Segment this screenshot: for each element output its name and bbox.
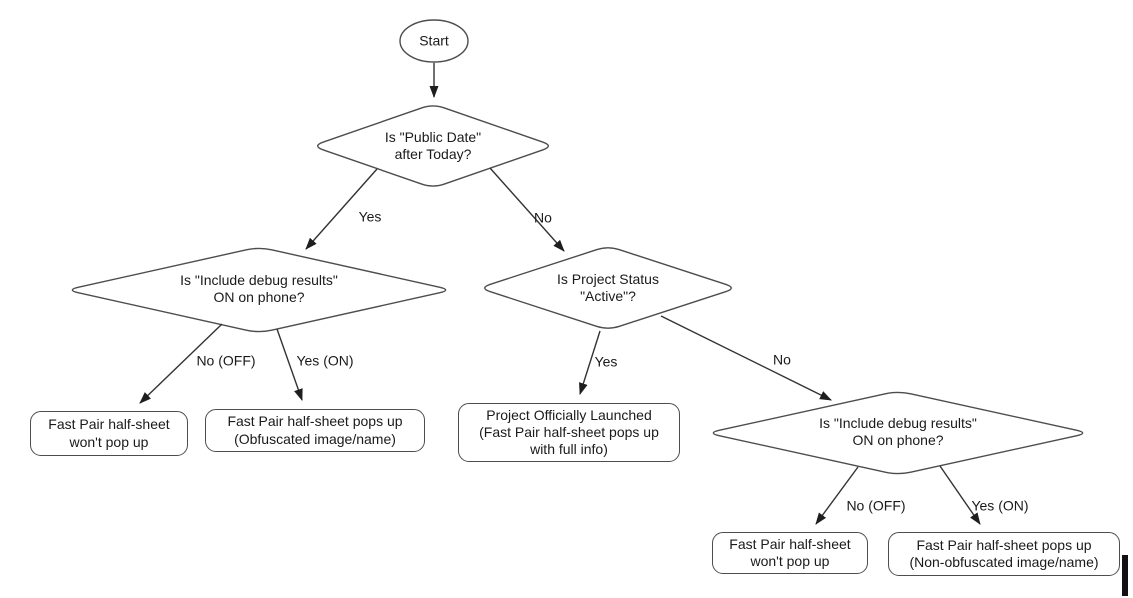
result-no-popup-right-box: Fast Pair half-sheet won't pop up	[712, 532, 868, 574]
edge-debug-left-yes-on	[276, 328, 303, 401]
decision-debug-left-shape	[71, 247, 447, 333]
edge-label-yes-on-left: Yes (ON)	[296, 352, 354, 369]
edge-label-yes-on-right: Yes (ON)	[971, 497, 1029, 514]
edge-debug-right-no-off	[815, 466, 859, 525]
edge-label-no-mid: No	[773, 351, 791, 368]
text-cursor-artifact	[1122, 555, 1128, 596]
decision-public-date-label: Is "Public Date" after Today?	[384, 128, 482, 162]
result-non-obfuscated-box: Fast Pair half-sheet pops up (Non-obfusc…	[888, 532, 1120, 576]
result-obfuscated-box: Fast Pair half-sheet pops up (Obfuscated…	[205, 409, 425, 452]
result-no-popup-left-label: Fast Pair half-sheet won't pop up	[48, 416, 170, 450]
edge-label-no-off-right: No (OFF)	[846, 497, 906, 514]
result-no-popup-right-label: Fast Pair half-sheet won't pop up	[729, 535, 851, 569]
edge-project-status-yes	[579, 330, 601, 395]
edge-public-date-yes	[305, 168, 378, 250]
decision-public-date-shape	[316, 105, 550, 187]
decision-debug-right-label: Is "Include debug results" ON on phone?	[819, 414, 977, 448]
edge-project-status-no	[660, 315, 832, 401]
edge-label-no-off-left: No (OFF)	[196, 352, 256, 369]
result-launched-box: Project Officially Launched (Fast Pair h…	[458, 403, 680, 462]
decision-debug-left-label: Is "Include debug results" ON on phone?	[180, 271, 338, 305]
decision-debug-right-shape	[712, 391, 1084, 475]
edge-label-yes-top: Yes	[358, 208, 382, 225]
result-no-popup-left-box: Fast Pair half-sheet won't pop up	[30, 411, 188, 456]
edge-public-date-no	[489, 167, 565, 252]
start-node-shape	[399, 19, 469, 63]
edge-debug-right-yes-on	[939, 465, 981, 525]
edge-label-yes-mid: Yes	[594, 353, 618, 370]
decision-project-status-shape	[484, 247, 732, 329]
decision-project-status-label: Is Project Status "Active"?	[557, 270, 659, 304]
result-obfuscated-label: Fast Pair half-sheet pops up (Obfuscated…	[227, 413, 403, 447]
edge-debug-left-no-off	[139, 323, 223, 404]
result-non-obfuscated-label: Fast Pair half-sheet pops up (Non-obfusc…	[909, 536, 1099, 570]
start-node-label: Start	[419, 32, 449, 49]
edge-label-no-top: No	[534, 209, 552, 226]
result-launched-label: Project Officially Launched (Fast Pair h…	[479, 406, 659, 458]
